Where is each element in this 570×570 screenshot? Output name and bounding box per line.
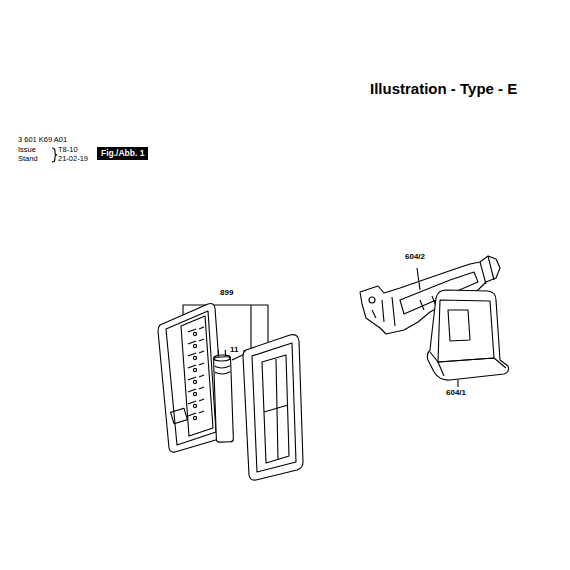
part-number: 3 601 K69 A01 <box>18 136 67 144</box>
slot <box>188 399 204 404</box>
slot <box>193 332 196 335</box>
issue-label: Issue <box>18 146 36 154</box>
callout-number: 604/2 <box>405 253 425 261</box>
leader-line <box>457 380 458 387</box>
slot <box>193 344 196 347</box>
slot <box>188 363 204 368</box>
slot <box>188 387 204 392</box>
receiver-cover <box>243 335 303 481</box>
slot <box>193 368 196 371</box>
callout-number: 11 <box>230 346 238 354</box>
slot <box>188 375 204 380</box>
stand-value: 21-02-19 <box>58 155 88 163</box>
leader-line <box>417 268 420 290</box>
slot <box>188 339 204 344</box>
callout-number: 604/1 <box>446 389 466 397</box>
shell <box>427 290 508 380</box>
callout-number: 899 <box>220 289 233 297</box>
slot <box>193 380 196 383</box>
slot <box>193 392 196 395</box>
stand-label: Stand <box>18 155 38 163</box>
slot <box>188 351 204 356</box>
battery <box>213 350 233 443</box>
issue-value: T8-10 <box>58 146 78 154</box>
leader-line <box>243 305 251 351</box>
slot <box>188 327 204 332</box>
slot <box>193 356 196 359</box>
slot <box>193 416 196 419</box>
figure-tag: Fig./Abb. 1 <box>97 147 148 160</box>
slot <box>188 411 204 416</box>
brace <box>52 148 57 162</box>
slot <box>193 404 196 407</box>
title: Illustration - Type - E <box>370 81 517 96</box>
